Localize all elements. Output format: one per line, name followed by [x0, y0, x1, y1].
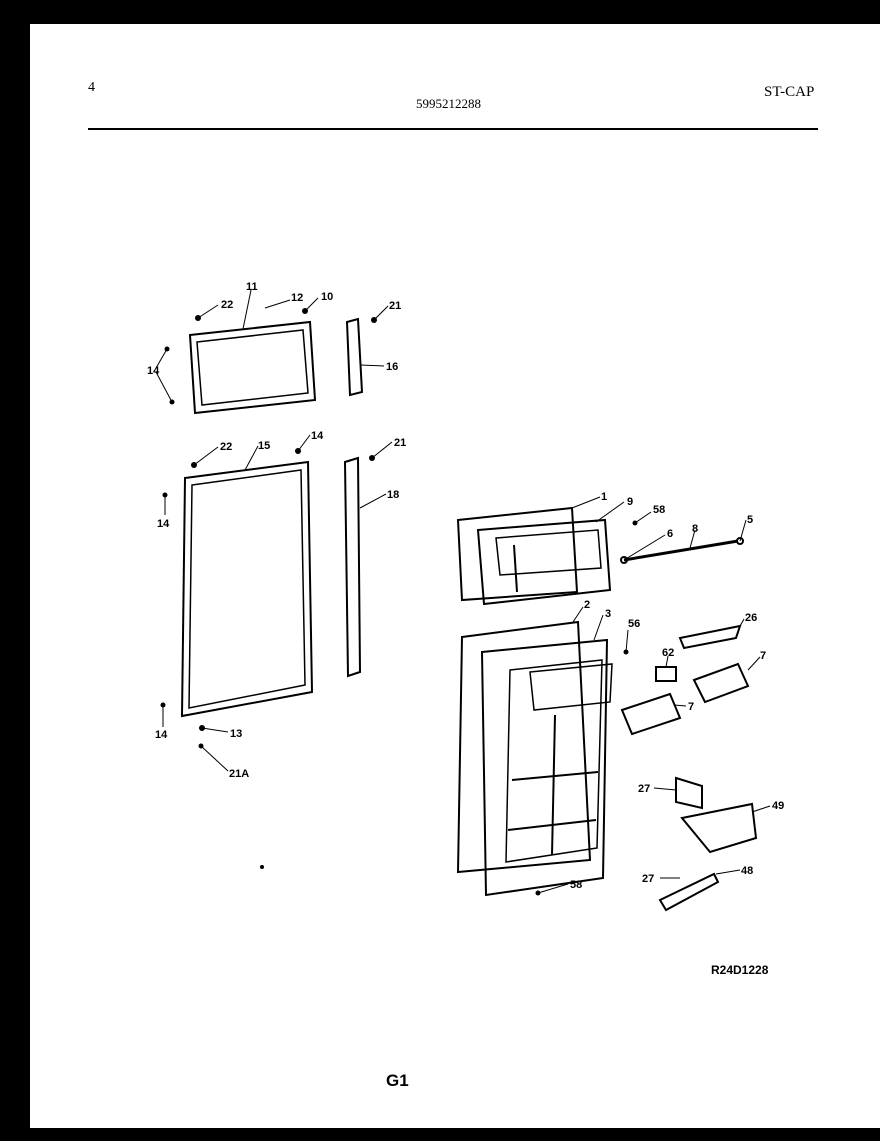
fasteners: [160, 308, 638, 896]
callout-8: 8: [692, 523, 698, 535]
freezer-door-gasket: [188, 320, 317, 415]
callout-10: 10: [321, 291, 333, 303]
callout-18: 18: [387, 489, 399, 501]
callout-6: 6: [667, 528, 673, 540]
callout-21a: 21: [389, 300, 401, 312]
section-code: ST-CAP: [764, 84, 815, 100]
callout-48: 48: [741, 865, 753, 877]
butter-bin: [680, 802, 758, 854]
door-shelf-upper: [692, 662, 750, 704]
callout-13: 13: [230, 728, 242, 740]
callout-1: 1: [601, 491, 607, 503]
leader-lines: [155, 289, 771, 894]
callout-14b: 14: [311, 430, 324, 442]
fresh-food-door-seal: [343, 456, 362, 678]
diagram-reference-code: R24D1228: [711, 963, 769, 977]
callout-7b: 7: [688, 701, 694, 713]
callout-22a: 22: [221, 299, 233, 311]
callout-9: 9: [627, 496, 633, 508]
callout-21A: 21A: [229, 768, 249, 780]
fresh-food-door-panel: [456, 620, 613, 897]
callout-58a: 58: [653, 504, 665, 516]
callout-7a: 7: [760, 650, 766, 662]
callout-14c: 14: [157, 518, 170, 530]
callout-58b: 58: [570, 879, 582, 891]
freezer-shelf-rail: [620, 537, 744, 564]
callout-56: 56: [628, 618, 640, 630]
callout-5: 5: [747, 514, 753, 526]
egg-tray: [658, 872, 720, 912]
callout-49: 49: [772, 800, 784, 812]
callout-26: 26: [745, 612, 757, 624]
callout-62: 62: [662, 647, 674, 659]
butter-bin-cover: [675, 776, 703, 810]
callout-3: 3: [605, 608, 611, 620]
callout-11: 11: [246, 281, 258, 293]
model-number: 5995212288: [416, 96, 481, 111]
fresh-food-door-gasket: [180, 460, 314, 718]
callout-21b: 21: [394, 437, 406, 449]
dairy-door-part: [678, 624, 742, 650]
callout-14a: 14: [147, 365, 160, 377]
callout-22b: 22: [220, 441, 232, 453]
scan-edge-mark: [0, 748, 12, 754]
plate-label: G1: [386, 1071, 409, 1090]
callout-16: 16: [386, 361, 398, 373]
callout-12: 12: [291, 292, 303, 304]
callout-2: 2: [584, 599, 590, 611]
freezer-door-panel: [456, 506, 612, 606]
diagram-sheet: [30, 24, 880, 1128]
door-shelf-lower: [620, 692, 682, 736]
callout-labels: 22 12 10 11 21 14 16 22 15 14 21 18 14 1…: [147, 281, 784, 891]
callout-14d: 14: [155, 729, 168, 741]
page-number: 4: [88, 80, 95, 95]
callout-27b: 27: [642, 873, 654, 885]
dairy-door-label: [655, 666, 677, 682]
freezer-door-seal: [345, 317, 364, 397]
callout-15: 15: [258, 440, 270, 452]
scan-edge-mark: [0, 462, 14, 470]
header-rule: [88, 128, 818, 130]
callout-27a: 27: [638, 783, 650, 795]
